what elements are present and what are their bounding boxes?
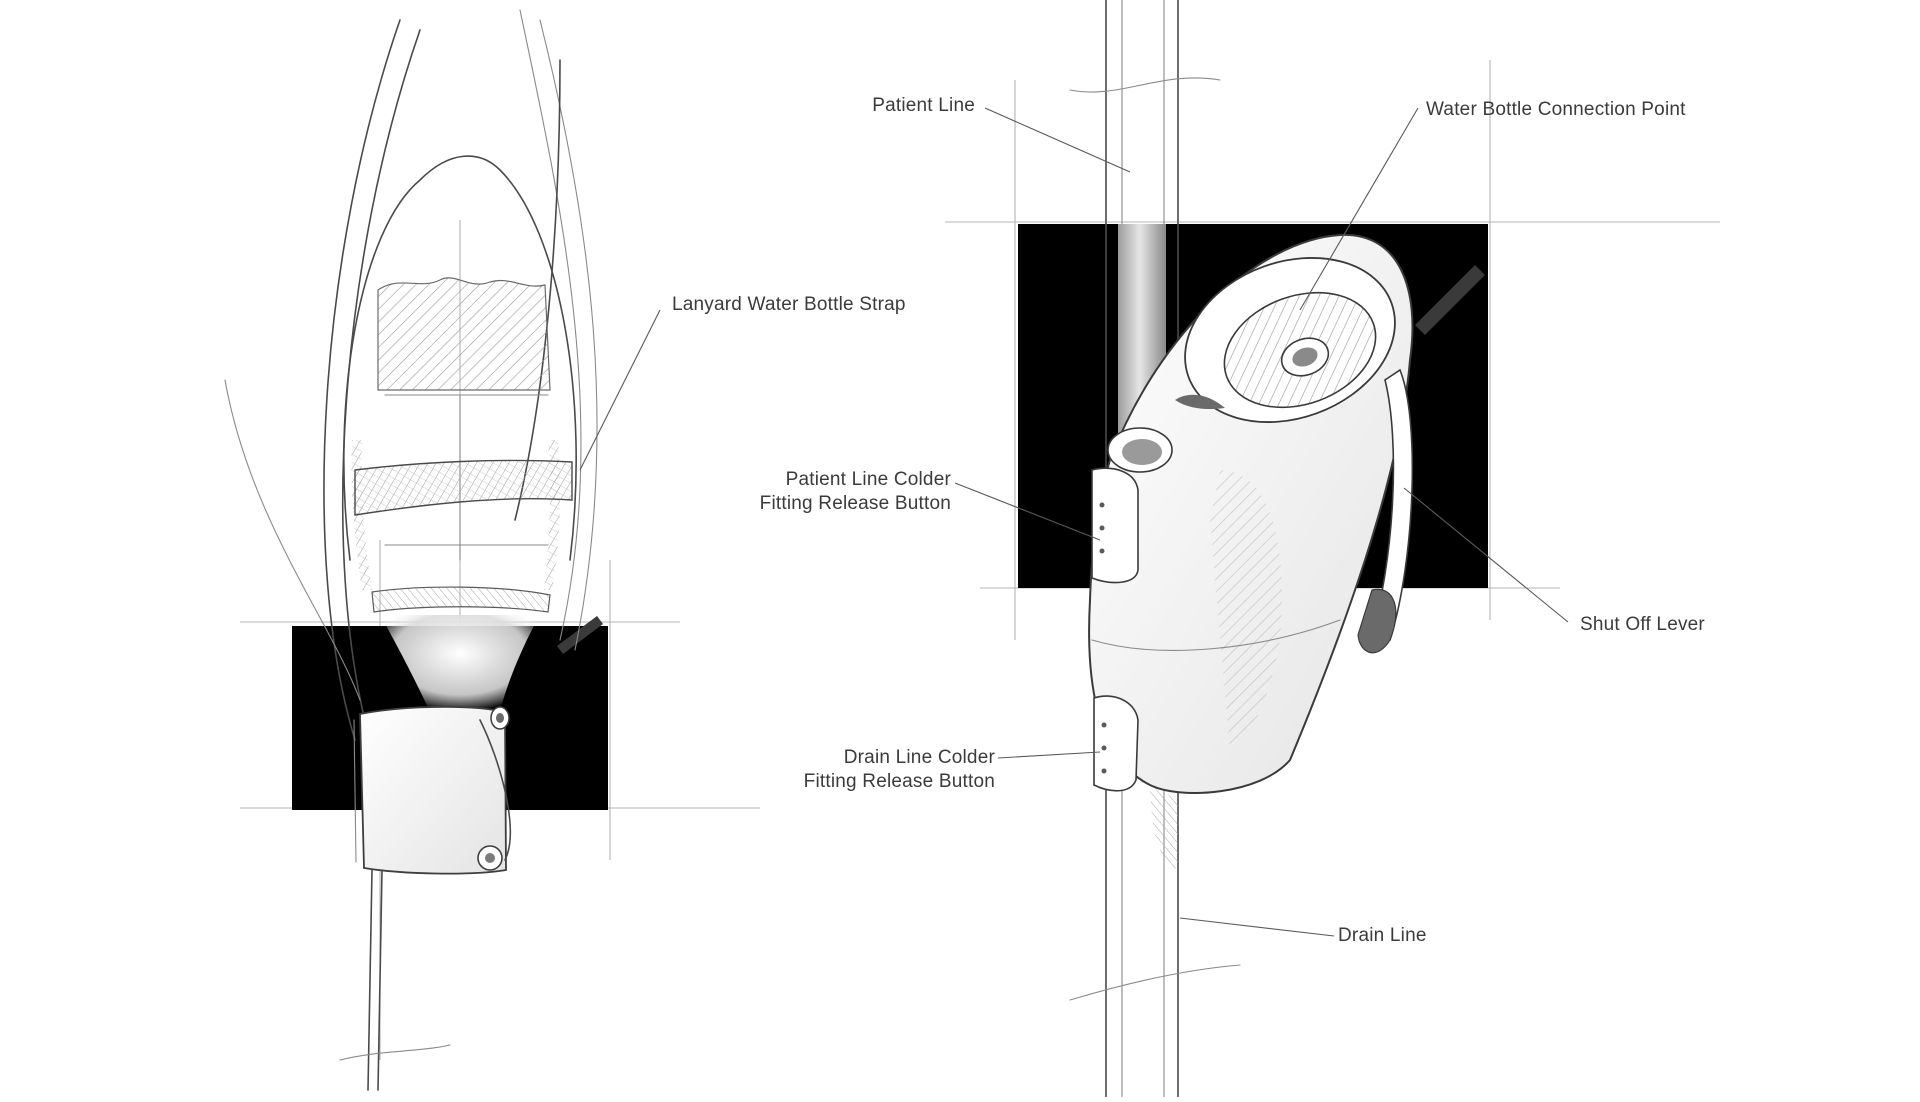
left-bottle-sketch xyxy=(224,9,760,1091)
callout-patient-release-line1: Patient Line Colder xyxy=(785,469,951,490)
callout-patient-line-release-button: Patient Line Colder Fitting Release Butt… xyxy=(700,468,951,516)
callout-water-bottle-connection-point: Water Bottle Connection Point xyxy=(1426,99,1686,120)
right-connector-sketch xyxy=(945,0,1720,1098)
callout-leaders xyxy=(579,107,1569,937)
callout-patient-release-line2: Fitting Release Button xyxy=(759,493,951,514)
callout-drain-release-line1: Drain Line Colder xyxy=(843,747,995,768)
callout-lanyard-water-bottle-strap: Lanyard Water Bottle Strap xyxy=(672,294,906,315)
callout-drain-line-release-button: Drain Line Colder Fitting Release Button xyxy=(740,746,995,794)
callout-drain-release-line2: Fitting Release Button xyxy=(803,771,995,792)
callout-shut-off-lever: Shut Off Lever xyxy=(1580,614,1705,635)
callout-patient-line: Patient Line xyxy=(872,95,975,116)
callout-drain-line: Drain Line xyxy=(1338,925,1427,946)
